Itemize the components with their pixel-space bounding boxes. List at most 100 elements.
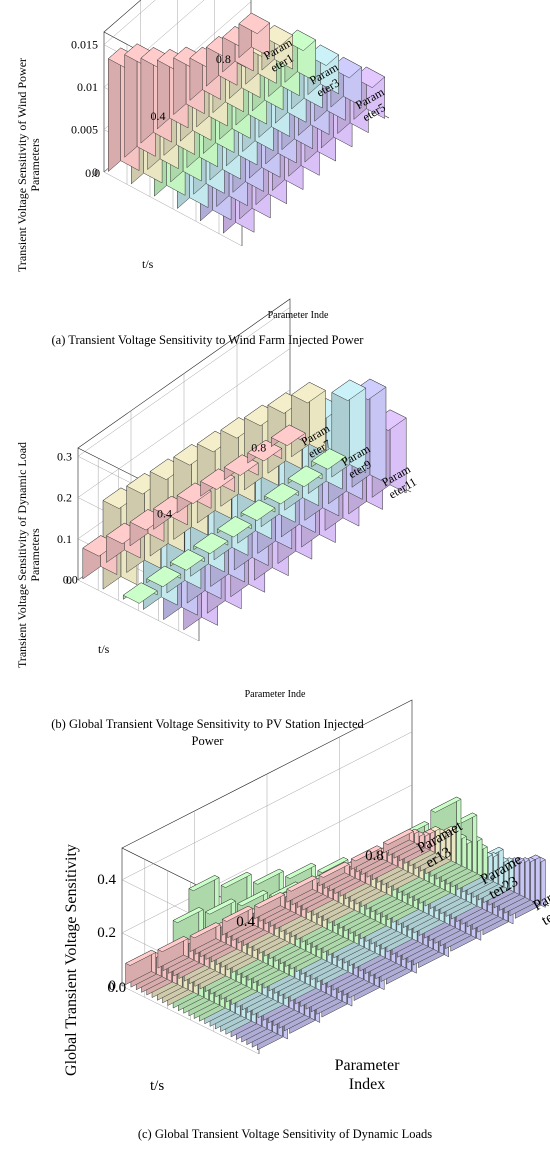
caption-c: (c) Global Transient Voltage Sensitivity…	[137, 1127, 433, 1141]
caption-b: (b) Global Transient Voltage Sensitivity…	[51, 717, 364, 748]
chart-c-z-tick: 0	[109, 978, 117, 994]
chart-c-bar-top	[188, 875, 220, 892]
chart-b-bar	[264, 483, 299, 505]
chart-b-bar-top	[271, 424, 306, 446]
chart-c-bar	[189, 922, 221, 952]
chart-c-z-tick: 0.2	[97, 925, 116, 941]
chart-b-bar	[122, 582, 158, 604]
chart-c-bar	[222, 905, 253, 936]
chart-a-t-tick: 0.8	[216, 52, 231, 66]
chart-c-bars	[125, 796, 546, 1051]
chart-b-bar-top	[264, 483, 299, 505]
chart-b-bar	[287, 465, 323, 487]
chart-c-bar-front	[477, 836, 483, 877]
chart-a-bar-side	[124, 43, 138, 158]
chart-b-bar	[217, 516, 252, 538]
chart-b-x-label: Parameter Inde	[245, 689, 306, 700]
chart-c-bar-top	[254, 892, 285, 908]
chart-c-bar-front	[524, 857, 530, 900]
caption-a: (a) Transient Voltage Sensitivity to Win…	[51, 333, 364, 347]
chart-b-bar	[193, 532, 229, 554]
chart-a-bars	[108, 12, 385, 234]
chart-b-t-tick: 0.4	[157, 507, 172, 521]
chart-b-bar-top	[170, 549, 205, 571]
chart-a-bar-side	[108, 47, 121, 172]
chart-a-z-label: Transient Voltage Sensitivity of Wind Po…	[15, 58, 42, 272]
chart-c-bar-top	[317, 857, 349, 874]
chart-b-z-label-line: Transient Voltage Sensitivity of Dynamic…	[15, 442, 29, 668]
chart-b-bar-top	[217, 516, 252, 538]
chart-c-bar-top	[430, 796, 462, 813]
chart-b-bar-top	[311, 448, 346, 470]
chart-b-bar-top	[291, 382, 326, 404]
chart-b-z-tick: 0.2	[57, 491, 72, 505]
chart-b-t-label: t/s	[98, 642, 110, 656]
chart-c-bar-top	[383, 828, 414, 845]
chart-c-t-tick: 0.0	[107, 980, 126, 996]
chart-a-bar-top	[238, 12, 270, 34]
chart-b-z-tick: 0	[66, 573, 72, 587]
chart-a-z-tick: 0.01	[77, 80, 98, 94]
chart-a-z-tick: 0.005	[71, 123, 98, 137]
chart-a-z-label-line: Parameters	[28, 138, 42, 192]
chart-c-bar-front	[466, 839, 472, 872]
chart-b-bar	[240, 499, 276, 521]
chart-c-bar-top	[220, 871, 252, 888]
chart-c-bar	[157, 936, 189, 969]
chart-c-bar-top	[189, 922, 221, 939]
chart-c-bar-top	[172, 907, 204, 923]
chart-b-bar	[170, 549, 205, 571]
chart-c-bar-front	[461, 833, 467, 869]
chart-c-x-label-line: Index	[349, 1076, 385, 1093]
chart-b-bars	[82, 378, 407, 631]
chart-c-bar	[383, 828, 414, 854]
chart-b-z-tick: 0.1	[57, 532, 72, 546]
chart-b-z-label: Transient Voltage Sensitivity of Dynamic…	[15, 442, 42, 668]
chart-c-t-tick: 0.4	[236, 914, 255, 930]
chart-a-z-label-line: Transient Voltage Sensitivity of Wind Po…	[15, 58, 29, 272]
chart-c-bar-top	[350, 845, 382, 862]
chart-a-bar	[238, 12, 270, 58]
chart-b-side-wall	[77, 298, 291, 449]
chart-c-bar-top	[157, 936, 189, 952]
chart-b-bar	[311, 448, 346, 470]
chart-c-bar	[350, 845, 382, 870]
chart-b-bar-top	[287, 465, 323, 487]
chart-c-x-label-line: Parameter	[335, 1057, 401, 1074]
chart-b-bar-top	[331, 379, 367, 401]
chart-c-bar-front	[530, 857, 536, 903]
chart-b-bar-top	[146, 565, 182, 588]
chart-c-z-label-line: Global Transient Voltage Sensitivity	[63, 844, 80, 1076]
chart-b-t-tick: 0.8	[251, 440, 266, 454]
chart-b-bar-top	[193, 532, 229, 554]
chart-c-bar-top	[222, 905, 253, 922]
chart-a-t-label: t/s	[142, 257, 154, 271]
chart-c-bar-front	[472, 812, 478, 874]
chart-b-bar-top	[240, 499, 276, 521]
chart-a-x-label-line: Parameter Inde	[268, 310, 329, 321]
chart-c-z-tick: 0.4	[97, 872, 116, 888]
chart-c-bar	[286, 875, 318, 903]
chart-b-bar	[146, 565, 182, 588]
chart-c-bar-top	[286, 875, 318, 892]
chart-a-t-tick: 0.0	[85, 166, 100, 180]
chart-c-bar-top	[253, 868, 284, 885]
chart-c-bar-top	[205, 898, 236, 915]
chart-a-z-tick: 0	[92, 165, 98, 179]
chart-c-bar-top	[318, 861, 350, 878]
chart-a-t-tick: 0.4	[151, 109, 166, 123]
chart-c-bar	[254, 892, 285, 920]
chart-c-bar	[318, 861, 350, 887]
chart-b-bar-top	[122, 582, 158, 604]
chart-c-param-tick-line: ter33	[539, 900, 550, 929]
chart-a-z-tick: 0.015	[71, 38, 98, 52]
chart-c-t-label: t/s	[150, 1078, 164, 1094]
chart-c-bar	[125, 949, 157, 985]
chart-b-z-tick: 0.3	[57, 449, 72, 463]
chart-b-z-label-line: Parameters	[28, 528, 42, 582]
